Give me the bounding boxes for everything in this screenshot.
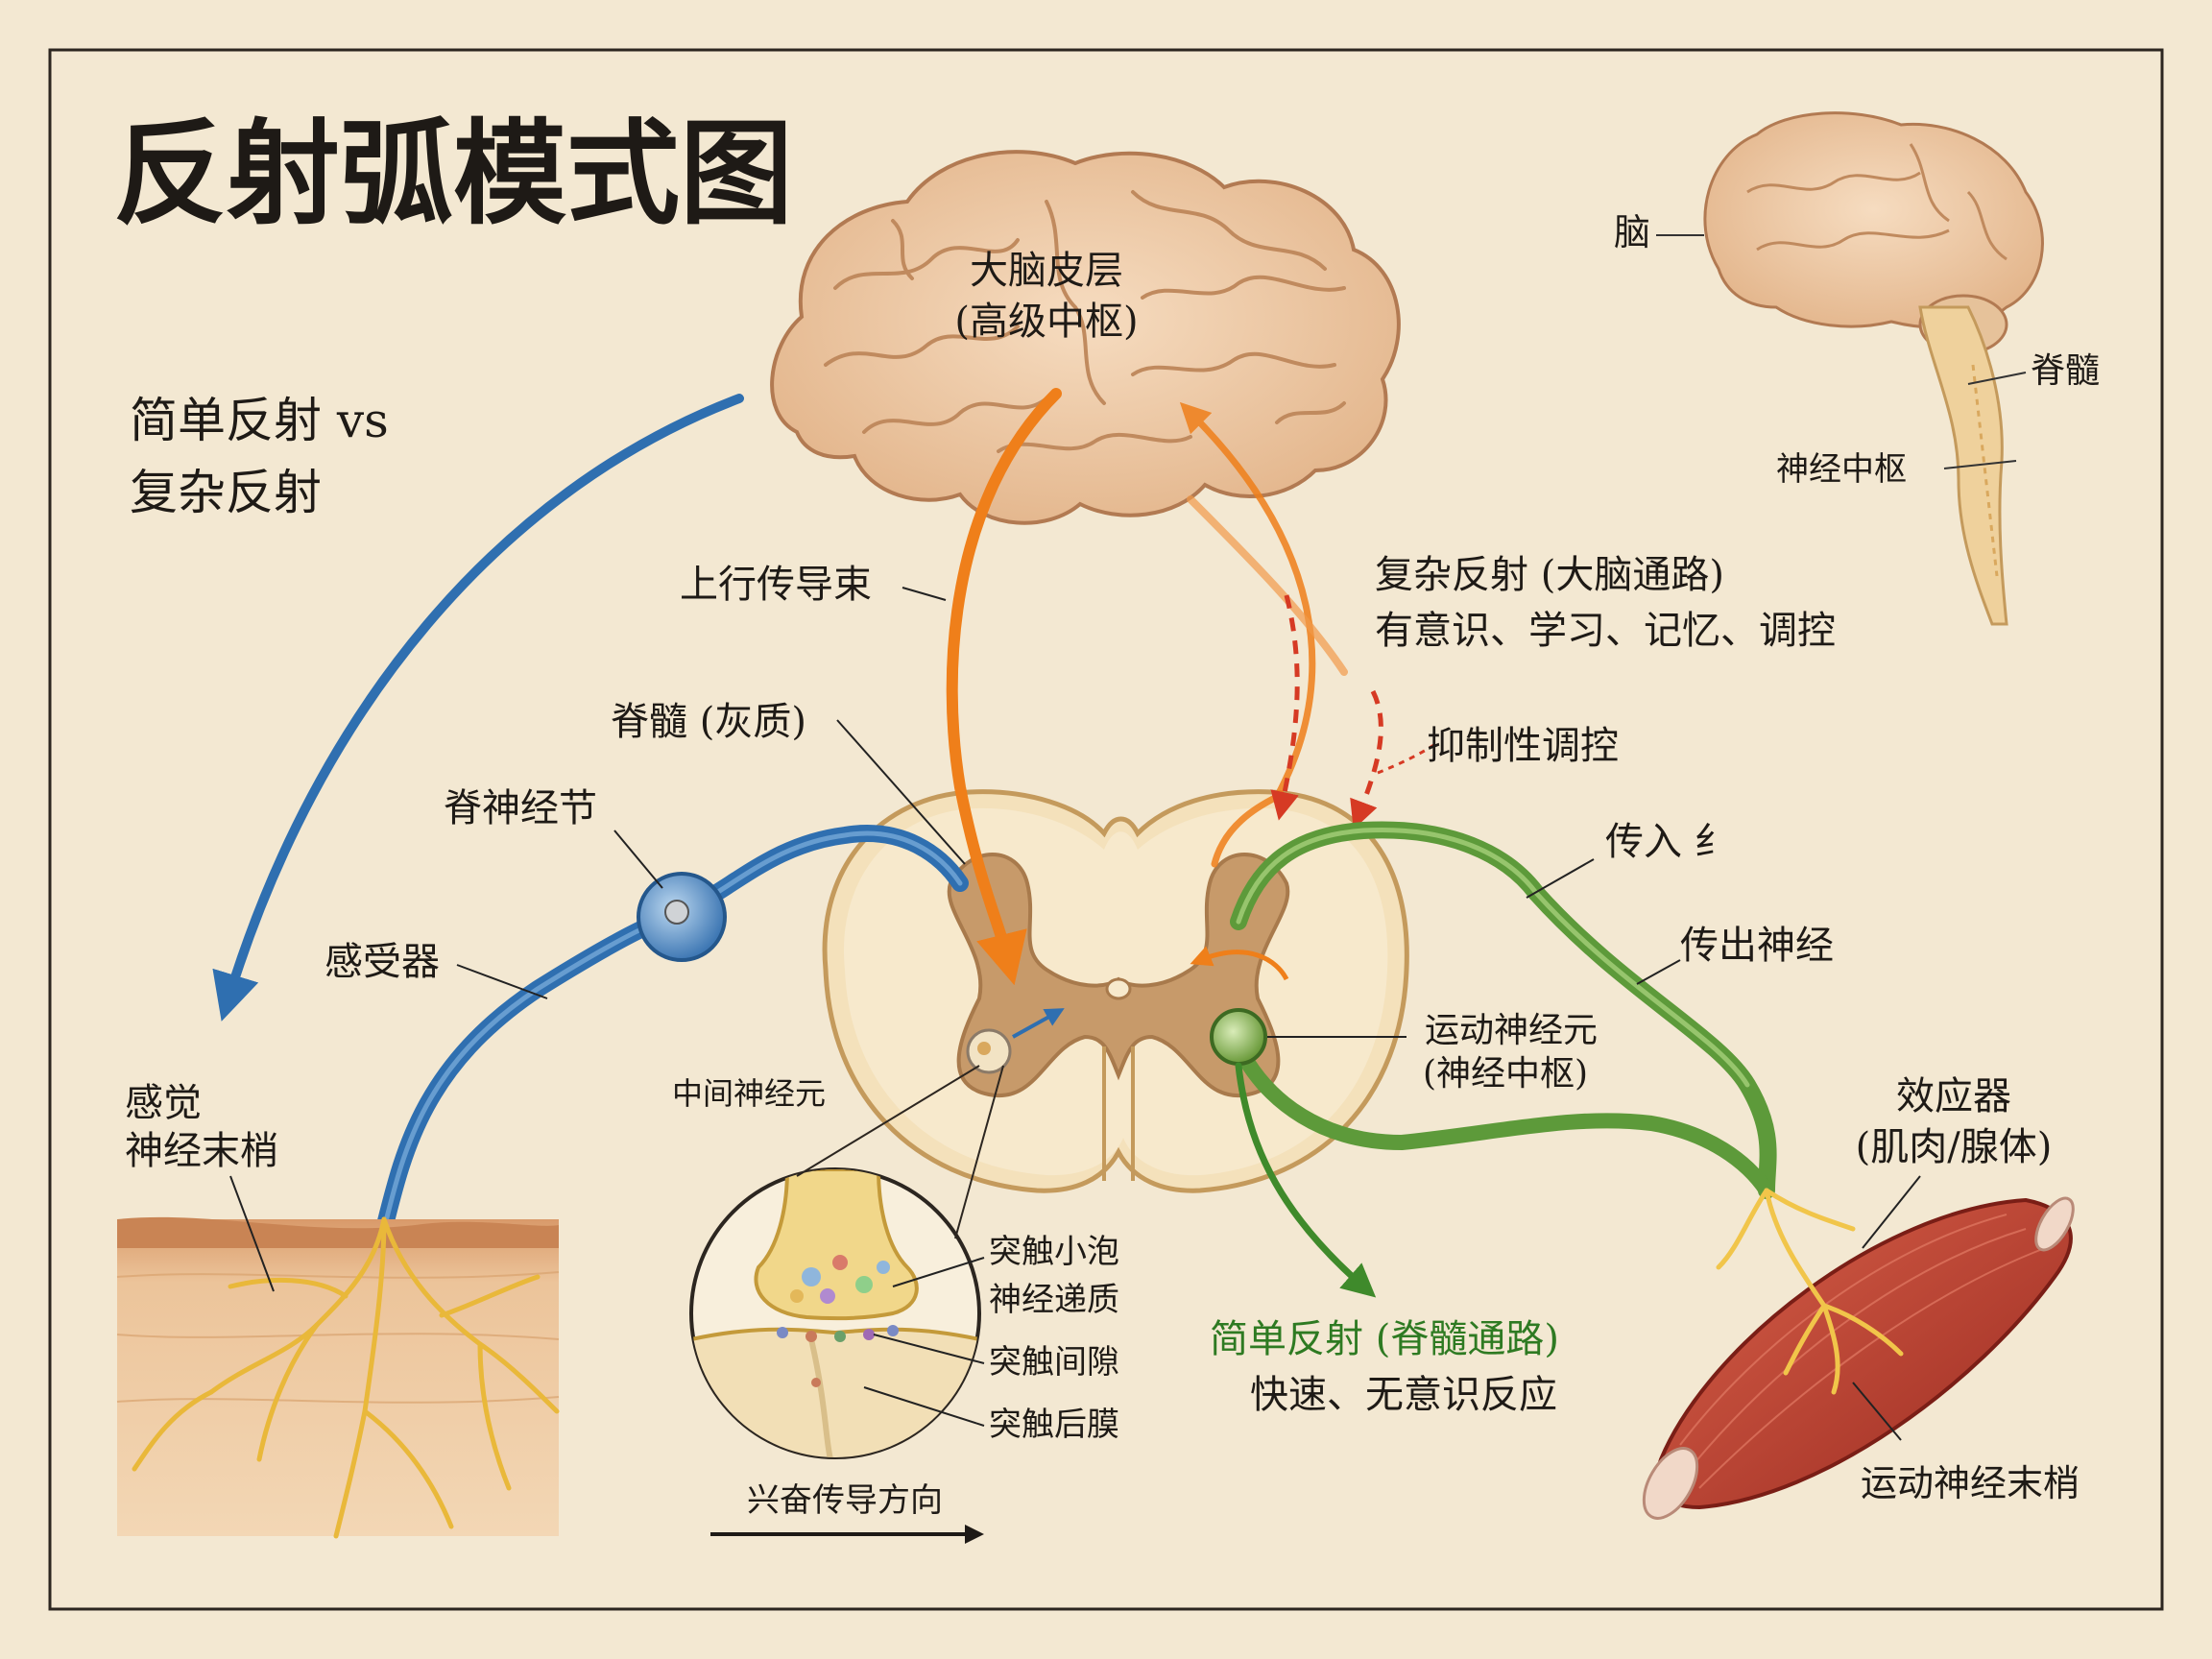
direction-label: 兴奋传导方向 xyxy=(747,1481,943,1520)
afferent-label: 传入 纟 xyxy=(1605,820,1733,864)
inset-brain-figure xyxy=(1703,111,2044,626)
motor-neuron-label-line1: 运动神经元 xyxy=(1425,1011,1598,1050)
inset-spinal-label: 脊髓 xyxy=(2031,351,2100,391)
simple-reflex-label: 简单反射 (脊髓通路) xyxy=(1210,1317,1559,1361)
inhibitory-arrow-1 xyxy=(1270,594,1300,821)
gray-matter-label: 脊髓 (灰质) xyxy=(611,700,806,744)
inset-brain-label: 脑 xyxy=(1614,211,1650,253)
cortical-return-arrow xyxy=(1179,401,1316,868)
inset-center-label: 神经中枢 xyxy=(1776,450,1907,489)
sensory-ending-label-line2: 神经末梢 xyxy=(125,1129,278,1173)
motor-ending-label: 运动神经末梢 xyxy=(1861,1462,2080,1504)
presynaptic-terminal xyxy=(754,1169,919,1321)
ascending-tract-arrow xyxy=(946,388,1062,986)
interneuron-label: 中间神经元 xyxy=(672,1075,826,1112)
inhibitory-arrow-2 xyxy=(1350,689,1383,830)
descending-to-motor-arrow xyxy=(1190,946,1289,981)
synaptic-vesicle-label: 突触小泡 xyxy=(989,1233,1119,1271)
effector-label-line1: 效应器 xyxy=(1896,1074,2011,1118)
cortex-label-line2: (高级中枢) xyxy=(954,300,1138,344)
simple-reflex-desc: 快速、无意识反应 xyxy=(1250,1373,1557,1417)
neurotransmitter-label: 神经递质 xyxy=(989,1281,1119,1319)
central-canal xyxy=(1105,977,1132,1000)
border-frame xyxy=(48,48,2164,1611)
complex-reflex-desc: 有意识、学习、记忆、调控 xyxy=(1375,609,1836,653)
complex-reflex-label: 复杂反射 (大脑通路) xyxy=(1375,553,1724,597)
motor-neuron-label-line2: (神经中枢) xyxy=(1423,1054,1588,1094)
synapse-magnifier xyxy=(689,1167,981,1459)
synaptic-cleft-label: 突触间隙 xyxy=(989,1343,1119,1382)
gray-matter xyxy=(947,853,1290,1098)
efferent-label: 传出神经 xyxy=(1680,924,1834,968)
cortex-label-line1: 大脑皮层 xyxy=(970,249,1123,293)
intro-label-line2: 复杂反射 xyxy=(130,465,322,520)
effector-label-line2: (肌肉/腺体) xyxy=(1856,1125,2053,1169)
effector-muscle xyxy=(1642,1188,2075,1520)
receptor-label: 感受器 xyxy=(325,940,440,984)
ganglion-label: 脊神经节 xyxy=(444,786,597,830)
page-title: 反射弧模式图 xyxy=(113,107,793,240)
intro-label-line1: 简单反射 vs xyxy=(130,393,389,448)
complex-to-simple-arrow xyxy=(212,394,744,1022)
inhibitory-label: 抑制性调控 xyxy=(1427,724,1619,768)
cerebral-cortex xyxy=(770,150,1401,525)
postsynaptic-label: 突触后膜 xyxy=(989,1406,1119,1444)
ascending-tract-label: 上行传导束 xyxy=(680,563,872,607)
skin-tissue xyxy=(116,1216,560,1539)
simple-reflex-arrow xyxy=(1235,1062,1377,1298)
sensory-ending-label-line1: 感觉 xyxy=(125,1081,202,1125)
motor-neuron-cell xyxy=(1210,1008,1267,1066)
